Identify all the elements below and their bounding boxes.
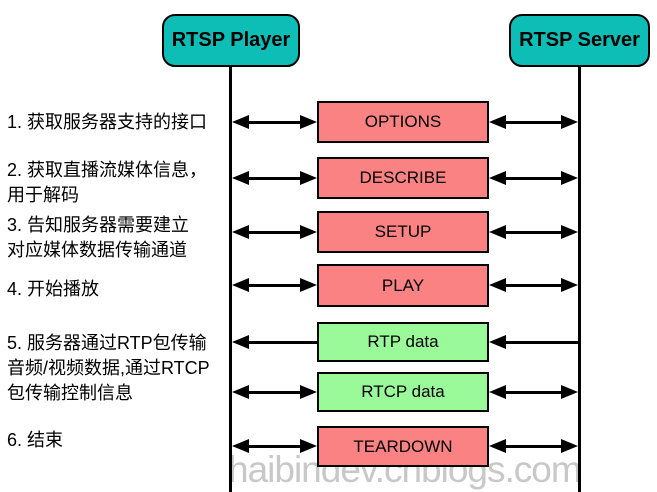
arrowhead-right-icon [561, 439, 578, 453]
arrow-shaft [249, 120, 300, 124]
double-arrow-player-teardown [232, 439, 317, 453]
arrow-shaft [249, 444, 300, 448]
arrow-shaft [506, 283, 561, 287]
step-note-1: 1. 获取服务器支持的接口 [7, 112, 208, 132]
double-arrow-player-rtcp [232, 385, 317, 399]
arrowhead-right-icon [300, 439, 317, 453]
double-arrow-server-teardown [489, 439, 578, 453]
step-note-4: 4. 开始播放 [7, 279, 100, 299]
actor-rtsp-server: RTSP Server [509, 14, 650, 67]
actor-rtsp-player: RTSP Player [162, 14, 300, 67]
step-note-2: 2. 获取直播流媒体信息， 用于解码 [7, 160, 208, 205]
message-box-rtp-data: RTP data [317, 322, 489, 362]
arrowhead-left-icon [232, 171, 249, 185]
message-box-setup: SETUP [317, 211, 489, 253]
arrowhead-right-icon [561, 225, 578, 239]
double-arrow-player-options [232, 115, 317, 129]
message-box-teardown: TEARDOWN [317, 426, 489, 467]
message-box-describe: DESCRIBE [317, 157, 489, 199]
arrow-shaft [506, 340, 578, 344]
arrow-shaft [506, 176, 561, 180]
arrowhead-left-icon [489, 171, 506, 185]
arrowhead-left-icon [489, 385, 506, 399]
arrow-shaft [506, 444, 561, 448]
arrowhead-right-icon [300, 171, 317, 185]
left-arrow-player-rtp [232, 335, 317, 349]
arrowhead-right-icon [561, 278, 578, 292]
arrow-shaft [249, 390, 300, 394]
server-lifeline [578, 67, 581, 492]
double-arrow-server-play [489, 278, 578, 292]
arrowhead-left-icon [489, 225, 506, 239]
arrowhead-left-icon [232, 385, 249, 399]
double-arrow-player-play [232, 278, 317, 292]
double-arrow-server-setup [489, 225, 578, 239]
arrow-shaft [249, 283, 300, 287]
left-arrow-server-rtp [489, 335, 578, 349]
message-box-play: PLAY [317, 264, 489, 307]
arrow-shaft [506, 230, 561, 234]
arrowhead-right-icon [300, 225, 317, 239]
step-note-3: 3. 告知服务器需要建立 对应媒体数据传输通道 [7, 215, 190, 260]
arrowhead-left-icon [489, 278, 506, 292]
message-box-options: OPTIONS [317, 101, 489, 143]
arrowhead-left-icon [489, 335, 506, 349]
double-arrow-player-setup [232, 225, 317, 239]
double-arrow-server-options [489, 115, 578, 129]
player-lifeline [229, 67, 232, 492]
arrow-shaft [506, 390, 561, 394]
arrowhead-right-icon [561, 385, 578, 399]
arrowhead-right-icon [561, 115, 578, 129]
arrow-shaft [249, 230, 300, 234]
arrowhead-right-icon [300, 115, 317, 129]
arrowhead-right-icon [300, 278, 317, 292]
arrowhead-left-icon [232, 278, 249, 292]
arrowhead-left-icon [232, 335, 249, 349]
arrowhead-left-icon [489, 439, 506, 453]
double-arrow-player-describe [232, 171, 317, 185]
step-note-6: 6. 结束 [7, 430, 64, 450]
double-arrow-server-rtcp [489, 385, 578, 399]
message-box-rtcp-data: RTCP data [317, 372, 489, 412]
arrowhead-left-icon [232, 115, 249, 129]
arrowhead-right-icon [300, 385, 317, 399]
step-note-5: 5. 服务器通过RTP包传输 音频/视频数据,通过RTCP 包传输控制信息 [7, 333, 210, 403]
double-arrow-server-describe [489, 171, 578, 185]
arrowhead-left-icon [489, 115, 506, 129]
arrow-shaft [249, 176, 300, 180]
arrow-shaft [506, 120, 561, 124]
arrow-shaft [249, 340, 317, 344]
arrowhead-left-icon [232, 439, 249, 453]
arrowhead-left-icon [232, 225, 249, 239]
arrowhead-right-icon [561, 171, 578, 185]
